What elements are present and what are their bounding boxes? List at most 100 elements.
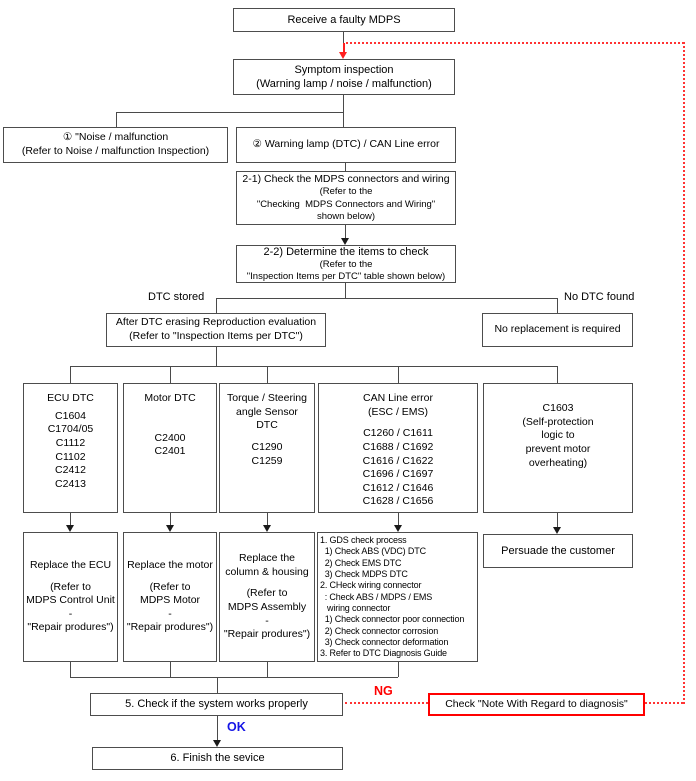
arrowhead [213, 740, 221, 747]
text-line: (Refer to [149, 580, 191, 593]
node-after-dtc-erasing: After DTC erasing Reproduction evaluatio… [106, 313, 326, 347]
connector-line [267, 513, 268, 526]
text-line: "Inspection Items per DTC" table shown b… [246, 271, 446, 283]
checklist-line: 1. GDS check process [320, 535, 407, 545]
text-line: logic to [541, 429, 575, 442]
text-line: prevent motor [525, 442, 591, 455]
column-title: Motor DTC [144, 392, 196, 404]
connector-line [343, 95, 344, 112]
node-can-line-error: CAN Line error (ESC / EMS) C1260 / C1611… [318, 383, 478, 513]
dtc-code: C2413 [55, 477, 86, 490]
node-replace-motor: Replace the motor (Refer to MDPS Motor -… [123, 532, 217, 662]
dtc-code: C1260 / C1611 [363, 427, 433, 440]
label-ng: NG [374, 684, 393, 698]
checklist-line: wiring connector [320, 602, 391, 613]
dtc-code: C1604 [55, 409, 86, 422]
node-check-connectors-2-1: 2-1) Check the MDPS connectors and wirin… [236, 171, 456, 225]
text-line: After DTC erasing Reproduction evaluatio… [115, 316, 317, 329]
connector-line [343, 32, 344, 43]
text-line: Replace the motor [127, 558, 213, 571]
dtc-code: C1616 / C1622 [362, 454, 434, 467]
dtc-code: C2412 [55, 464, 86, 477]
text-line: column & housing [225, 565, 309, 578]
dtc-code: C1704/05 [47, 423, 94, 436]
node-check-system-works: 5. Check if the system works properly [90, 693, 343, 716]
checklist-line: 1) Check connector poor connection [320, 614, 465, 625]
arrowhead [66, 525, 74, 532]
node-replace-column-housing: Replace the column & housing (Refer to M… [219, 532, 315, 662]
node-motor-dtc: Motor DTC C2400 C2401 [123, 383, 217, 513]
connector-line [398, 513, 399, 526]
connector-line [70, 366, 71, 383]
connector-line [345, 283, 346, 298]
branch-label-no-dtc-found: No DTC found [564, 291, 635, 303]
feedback-dotted-line-ng [345, 702, 428, 704]
column-title: CAN Line error [362, 392, 434, 404]
feedback-dotted-line-right [683, 42, 685, 704]
connector-line [70, 513, 71, 526]
text-line: (Refer to Noise / malfunction Inspection… [21, 145, 210, 157]
column-title: DTC [256, 419, 278, 432]
text-line: "Checking MDPS Connectors and Wiring" [256, 198, 436, 210]
node-symptom-inspection: Symptom inspection (Warning lamp / noise… [233, 59, 455, 95]
connector-line [267, 662, 268, 677]
checklist-line: : Check ABS / MDPS / EMS [320, 591, 433, 602]
connector-line [170, 366, 171, 383]
connector-line [216, 298, 557, 299]
connector-line [398, 662, 399, 677]
branch-label-dtc-stored: DTC stored [148, 291, 205, 303]
checklist-line: 2. CHeck wiring connector [320, 580, 422, 591]
text-line: (Refer to [50, 580, 91, 593]
text-line: "Repair produres") [126, 621, 214, 634]
text-line: 2-1) Check the MDPS connectors and wirin… [242, 172, 450, 185]
arrowhead [166, 525, 174, 532]
text-line: "Repair produres") [223, 628, 311, 641]
connector-line [343, 112, 344, 127]
node-no-replacement-required: No replacement is required [482, 313, 633, 347]
text-line: ② Warning lamp (DTC) / CAN Line error [252, 138, 440, 151]
text-line: "Repair produres") [27, 621, 114, 634]
text-line: 6. Finish the sevice [170, 752, 265, 765]
text-line: - [168, 607, 172, 620]
checklist-line: 3) Check MDPS DTC [320, 568, 408, 579]
text-line: Receive a faulty MDPS [287, 13, 401, 26]
text-line: (Refer to "Inspection Items per DTC") [129, 330, 303, 342]
checklist-line: 1) Check ABS (VDC) DTC [320, 546, 426, 557]
checklist-line: 2) Check connector corrosion [320, 625, 439, 636]
arrowhead [341, 238, 349, 245]
text-line: - [265, 614, 269, 627]
dtc-code: C1290 [251, 440, 283, 453]
checklist-line: 3. Refer to DTC Diagnosis Guide [320, 648, 447, 659]
node-check-note-diagnosis: Check "Note With Regard to diagnosis" [428, 693, 645, 716]
text-line: 2-2) Determine the items to check [263, 245, 429, 258]
column-title: Torque / Steering [227, 392, 307, 404]
connector-line [557, 513, 558, 528]
feedback-arrowhead [339, 52, 347, 59]
text-line: C1603 [542, 402, 574, 414]
column-title: angle Sensor [236, 405, 298, 418]
node-ecu-dtc: ECU DTC C1604 C1704/05 C1112 C1102 C2412… [23, 383, 118, 513]
connector-line [216, 347, 217, 366]
dtc-code: C1102 [55, 450, 86, 463]
text-line: (Warning lamp / noise / malfunction) [256, 78, 432, 90]
connector-line [70, 677, 398, 678]
connector-line [217, 677, 218, 693]
text-line: MDPS Control Unit [26, 594, 115, 607]
connector-line [217, 716, 218, 741]
dtc-code: C2401 [154, 445, 186, 458]
node-receive-faulty-mdps: Receive a faulty MDPS [233, 8, 455, 32]
text-line: (Refer to the [319, 186, 373, 198]
arrowhead [263, 525, 271, 532]
connector-line [345, 163, 346, 171]
connector-line [116, 112, 344, 113]
connector-line [170, 662, 171, 677]
text-line: Replace the ECU [29, 558, 112, 571]
dtc-code: C1688 / C1692 [362, 440, 434, 453]
text-line: ① "Noise / malfunction [62, 131, 169, 144]
connector-line [170, 513, 171, 526]
node-replace-ecu: Replace the ECU (Refer to MDPS Control U… [23, 532, 118, 662]
connector-line [267, 366, 268, 383]
node-finish-service: 6. Finish the sevice [92, 747, 343, 770]
feedback-dotted-line-note [645, 702, 683, 704]
node-warning-lamp-dtc: ② Warning lamp (DTC) / CAN Line error [236, 127, 456, 163]
